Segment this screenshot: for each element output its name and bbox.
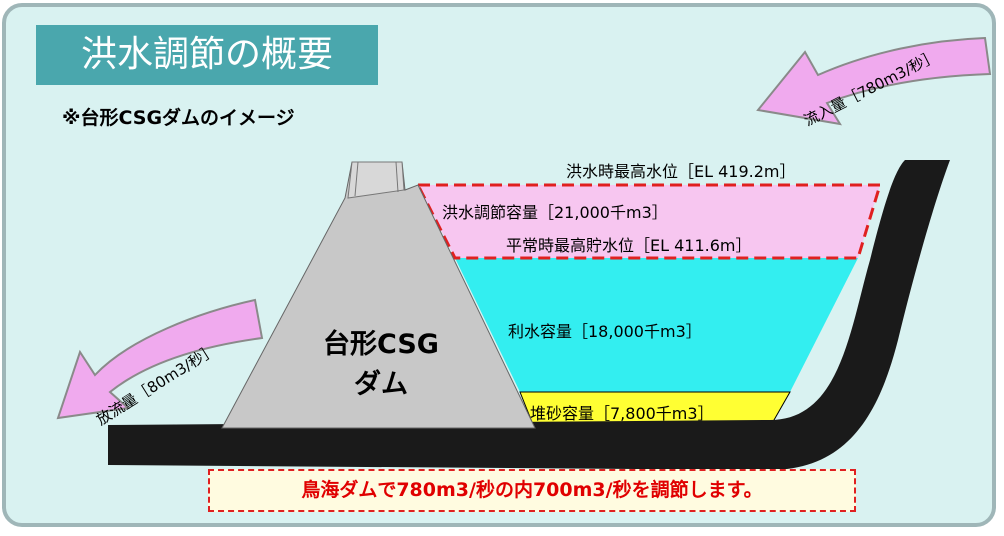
- flood-zone-outline: [415, 183, 883, 260]
- inflow-arrow-icon: [756, 36, 992, 126]
- dam-label-line2: ダム: [354, 369, 408, 400]
- sediment-capacity-label: 堆砂容量［7,800千m3］: [530, 404, 714, 423]
- dam-crest: [347, 161, 405, 199]
- water-use-capacity-label: 利水容量［18,000千m3］: [508, 322, 702, 341]
- normal-max-level-label: 平常時最高貯水位［EL 411.6m］: [506, 236, 752, 255]
- dam-label-line1: 台形CSG: [323, 329, 439, 360]
- page-title: 洪水調節の概要: [36, 25, 378, 85]
- note-box: 鳥海ダムで780m3/秒の内700m3/秒を調節します。: [208, 469, 856, 512]
- subtitle: ※台形CSGダムのイメージ: [62, 107, 295, 129]
- flood-max-level-label: 洪水時最高水位［EL 419.2m］: [566, 162, 796, 181]
- ground-bank: [108, 160, 950, 470]
- flood-control-zone: [418, 185, 880, 258]
- water-use-zone: [455, 258, 858, 392]
- flood-control-capacity-label: 洪水調節容量［21,000千m3］: [442, 203, 668, 222]
- dam-label: 台形CSG ダム: [276, 325, 486, 405]
- outflow-arrow-icon: [56, 298, 264, 420]
